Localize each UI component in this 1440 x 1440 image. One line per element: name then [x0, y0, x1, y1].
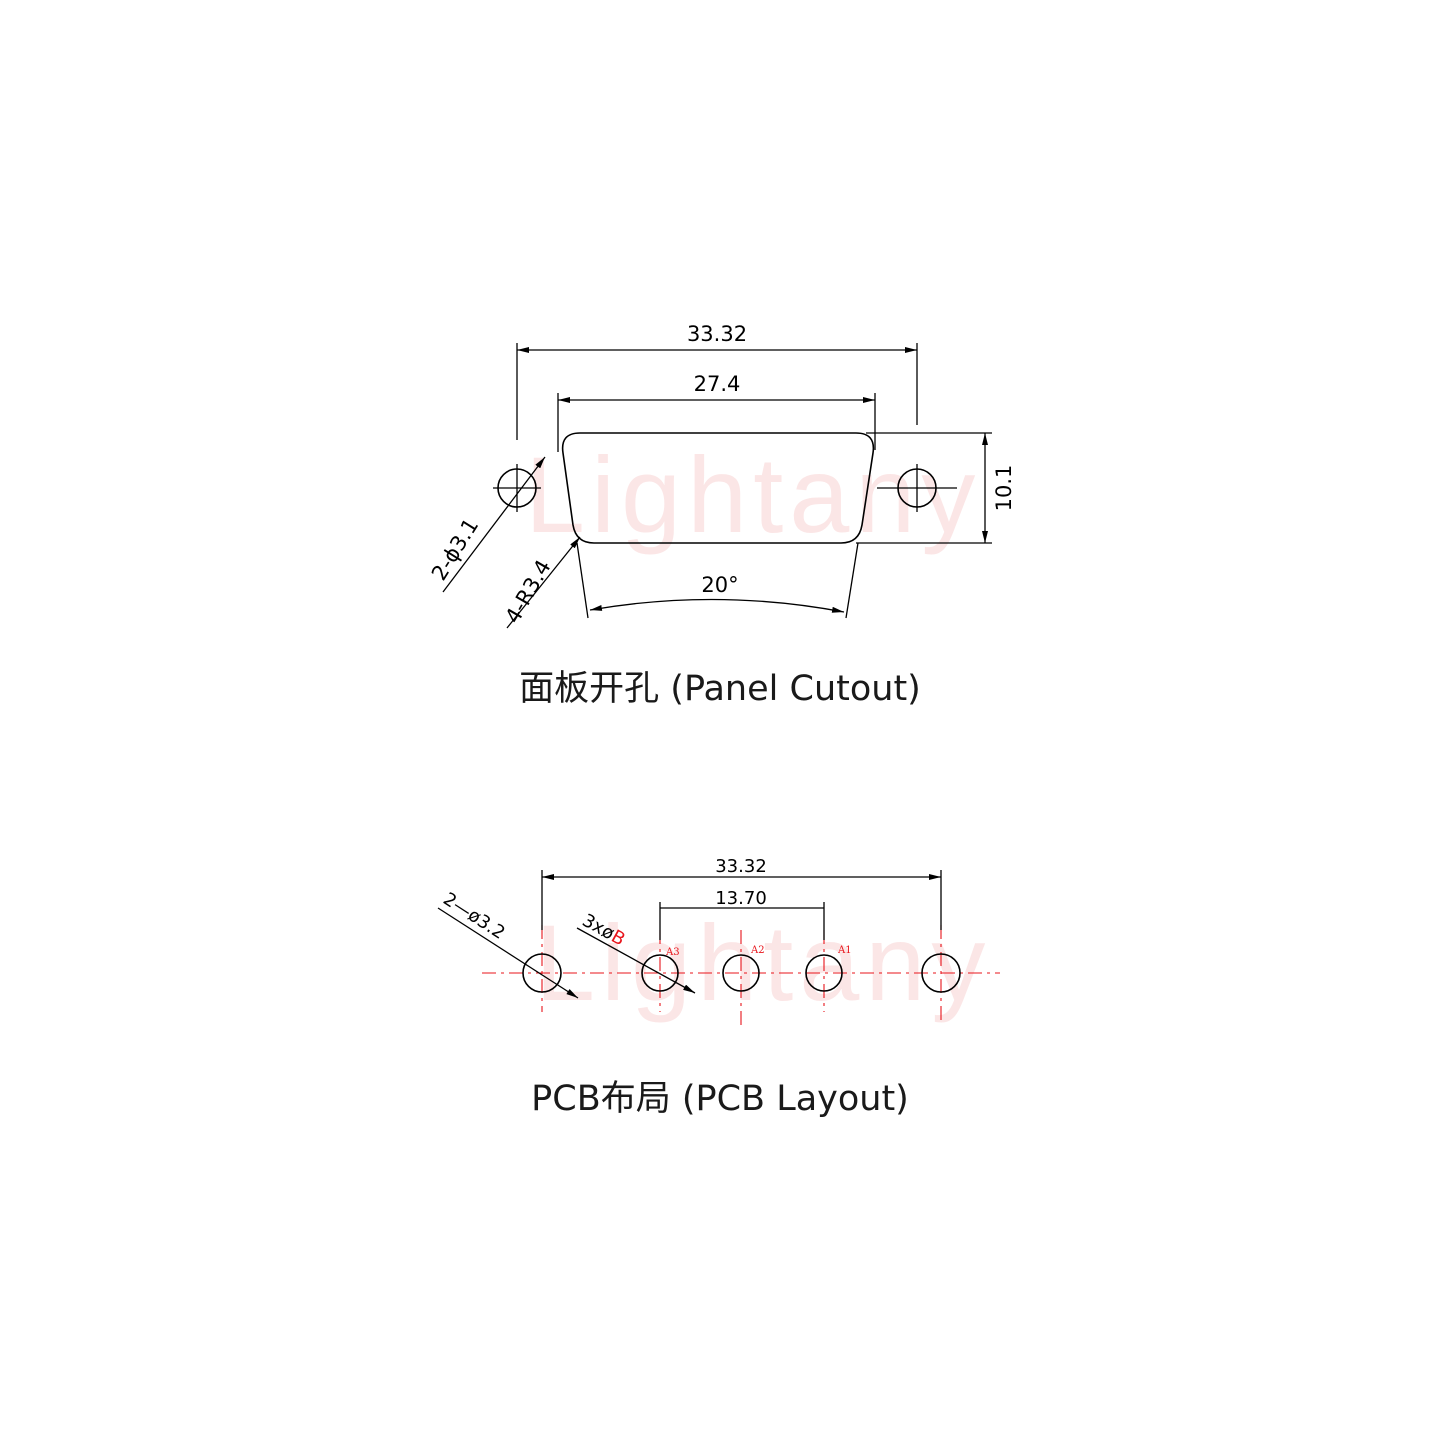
- pcb-pin-hole-a3: [641, 954, 679, 992]
- pcb-mount-hole-right: [921, 953, 961, 993]
- panel-cutout-caption: 面板开孔 (Panel Cutout): [519, 669, 921, 709]
- panel-inner-width-label: 27.4: [694, 372, 741, 396]
- pin-label-a1: A1: [837, 945, 852, 956]
- panel-radius-callout: 4-R3.4: [501, 556, 556, 628]
- pcb-mount-hole-left: [522, 953, 562, 993]
- pin-label-a2: A2: [750, 945, 765, 956]
- pcb-pin-hole-a1: [805, 954, 843, 992]
- pcb-layout-caption: PCB布局 (PCB Layout): [531, 1079, 909, 1119]
- panel-overall-width-label: 33.32: [687, 322, 747, 346]
- watermark-top: Lightany: [525, 434, 981, 555]
- panel-cutout-view: 33.32 27.4 10.1 20° 2-ϕ3.1 4-R3.4 面板开孔 (…: [427, 322, 1016, 709]
- panel-angle-label: 20°: [701, 573, 738, 597]
- pcb-pin-span-label: 13.70: [715, 888, 767, 909]
- watermark-bottom: Lightany: [535, 902, 991, 1023]
- pcb-pin-hole-a2: [722, 954, 760, 992]
- pcb-overall-width-label: 33.32: [715, 856, 767, 877]
- pin-label-a3: A3: [665, 947, 680, 958]
- d-sub-outline: [561, 432, 875, 544]
- panel-height-label: 10.1: [992, 465, 1016, 512]
